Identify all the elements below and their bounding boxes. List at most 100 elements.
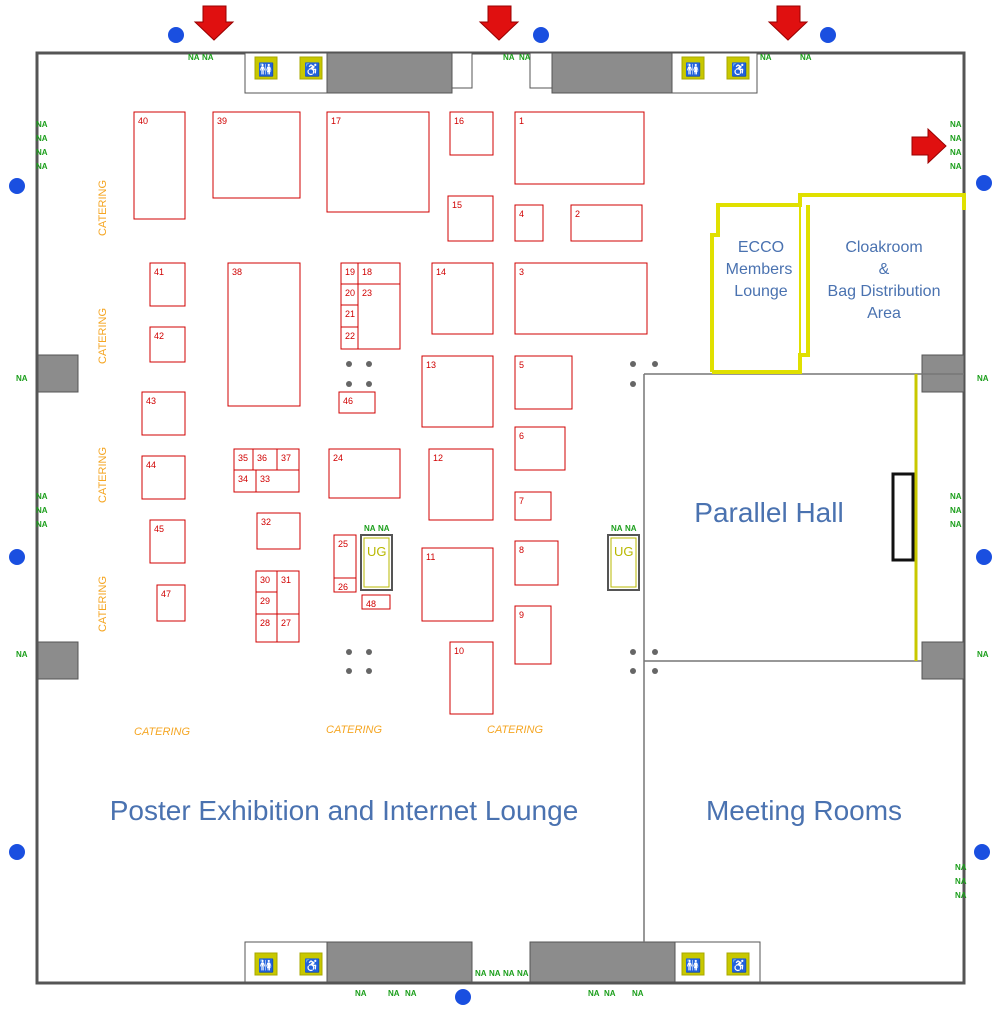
booth-33[interactable]: 33 [255, 469, 300, 493]
booth-16[interactable]: 16 [449, 111, 494, 156]
booth-number: 15 [452, 200, 462, 210]
na-label: NA [955, 877, 967, 886]
booth-18[interactable]: 18 [357, 262, 401, 285]
booth-17[interactable]: 17 [326, 111, 430, 213]
booth-number: 4 [519, 209, 524, 219]
wheelchair-icon: ♿ [299, 56, 323, 80]
booth-2[interactable]: 2 [570, 204, 643, 242]
na-label: NA [489, 969, 501, 978]
wc-icon: 🚻 [681, 952, 705, 976]
booth-number: 17 [331, 116, 341, 126]
catering-label: CATERING [134, 726, 190, 738]
booth-outline [276, 448, 300, 471]
booth-number: 9 [519, 610, 524, 620]
booth-number: 48 [366, 599, 376, 609]
booth-15[interactable]: 15 [447, 195, 494, 242]
booth-number: 3 [519, 267, 524, 277]
booth-number: 21 [345, 309, 355, 319]
booth-35[interactable]: 35 [233, 448, 254, 471]
na-label: NA [604, 989, 616, 998]
na-label: NA [202, 53, 214, 62]
booth-number: 5 [519, 360, 524, 370]
svg-text:♿: ♿ [731, 62, 747, 77]
booth-20[interactable]: 20 [340, 283, 359, 306]
booth-41[interactable]: 41 [149, 262, 186, 307]
booth-10[interactable]: 10 [449, 641, 494, 715]
booth-34[interactable]: 34 [233, 469, 257, 493]
na-label: NA [388, 989, 400, 998]
elevator-label: UG [614, 544, 634, 559]
booth-4[interactable]: 4 [514, 204, 544, 242]
booth-number: 37 [281, 453, 291, 463]
booth-outline [357, 283, 401, 350]
booth-23[interactable]: 23 [357, 283, 401, 350]
booth-30[interactable]: 30 [255, 570, 278, 593]
booth-outline [449, 111, 494, 156]
na-label: NA [36, 520, 48, 529]
booth-45[interactable]: 45 [149, 519, 186, 564]
booth-3[interactable]: 3 [514, 262, 648, 335]
booth-39[interactable]: 39 [212, 111, 301, 199]
booth-outline [227, 262, 301, 407]
booth-12[interactable]: 12 [428, 448, 494, 521]
catering-label: CATERING [326, 724, 382, 736]
booth-11[interactable]: 11 [421, 547, 494, 622]
booth-26[interactable]: 26 [333, 577, 357, 593]
booth-outline [421, 355, 494, 428]
booth-43[interactable]: 43 [141, 391, 186, 436]
booth-25[interactable]: 25 [333, 534, 357, 579]
booth-44[interactable]: 44 [141, 455, 186, 500]
booth-31[interactable]: 31 [276, 570, 300, 615]
booth-24[interactable]: 24 [328, 448, 401, 499]
elevator-label: UG [367, 544, 387, 559]
na-label: NA [800, 53, 812, 62]
booth-8[interactable]: 8 [514, 540, 559, 586]
booth-number: 35 [238, 453, 248, 463]
booth-36[interactable]: 36 [252, 448, 278, 471]
booth-outline [326, 111, 430, 213]
booth-7[interactable]: 7 [514, 491, 552, 521]
ecco-lounge-label-2: Members [726, 261, 793, 278]
booth-32[interactable]: 32 [256, 512, 301, 550]
booth-27[interactable]: 27 [276, 613, 300, 643]
booth-number: 25 [338, 539, 348, 549]
booth-5[interactable]: 5 [514, 355, 573, 410]
booth-46[interactable]: 46 [338, 391, 376, 414]
booth-number: 13 [426, 360, 436, 370]
booth-28[interactable]: 28 [255, 613, 278, 643]
booth-48[interactable]: 48 [361, 594, 391, 610]
catering-label: CATERING [97, 447, 109, 503]
booth-19[interactable]: 19 [340, 262, 359, 285]
booth-47[interactable]: 47 [156, 584, 186, 622]
booth-9[interactable]: 9 [514, 605, 552, 665]
booth-22[interactable]: 22 [340, 326, 359, 350]
booth-number: 39 [217, 116, 227, 126]
booth-outline [333, 577, 357, 593]
info-icon [974, 844, 990, 860]
na-label: NA [355, 989, 367, 998]
na-label: NA [955, 891, 967, 900]
booth-number: 8 [519, 545, 524, 555]
booth-1[interactable]: 1 [514, 111, 645, 185]
booth-outline [570, 204, 643, 242]
booth-42[interactable]: 42 [149, 326, 186, 363]
booth-outline [431, 262, 494, 335]
booth-outline [428, 448, 494, 521]
na-label: NA [760, 53, 772, 62]
booth-38[interactable]: 38 [227, 262, 301, 407]
booth-outline [447, 195, 494, 242]
booth-29[interactable]: 29 [255, 591, 278, 615]
booth-number: 46 [343, 396, 353, 406]
na-label: NA [950, 120, 962, 129]
booth-outline [514, 540, 559, 586]
booth-outline [256, 512, 301, 550]
booth-6[interactable]: 6 [514, 426, 566, 471]
booth-21[interactable]: 21 [340, 304, 359, 328]
booth-40[interactable]: 40 [133, 111, 186, 220]
booth-37[interactable]: 37 [276, 448, 300, 471]
booth-14[interactable]: 14 [431, 262, 494, 335]
booth-outline [156, 584, 186, 622]
booth-13[interactable]: 13 [421, 355, 494, 428]
